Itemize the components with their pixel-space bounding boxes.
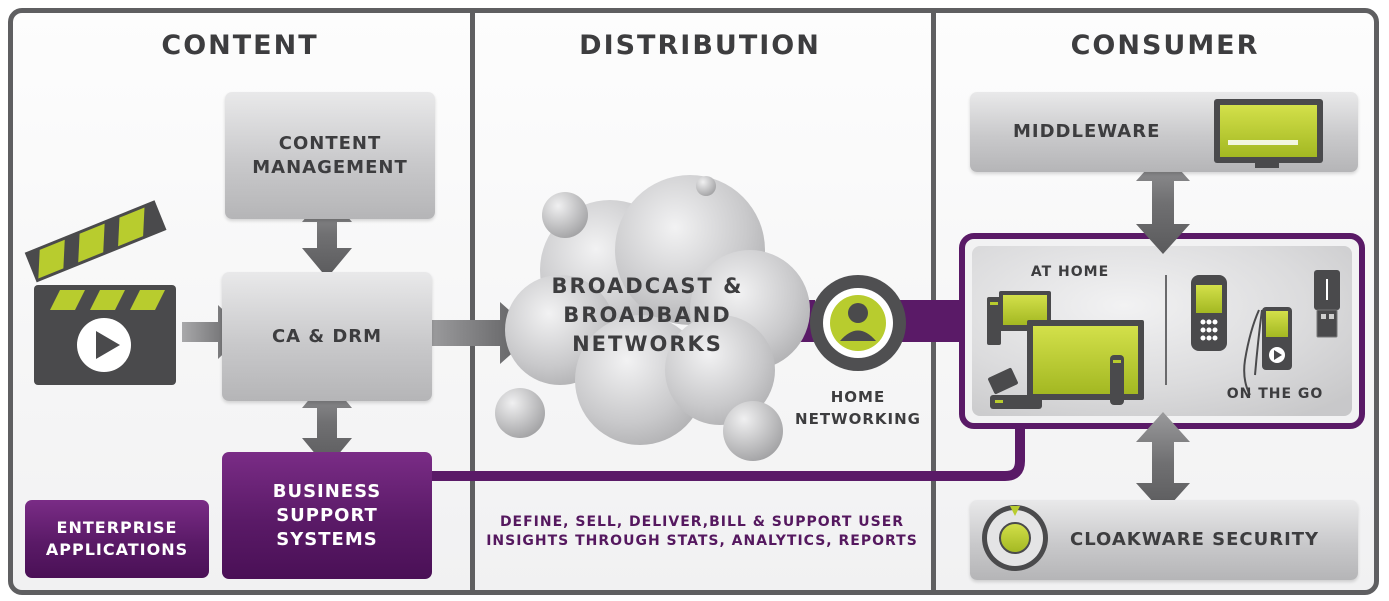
bss-label: BUSINESS SUPPORT SYSTEMS: [272, 480, 382, 550]
on-the-go-label: ON THE GO: [1226, 386, 1324, 402]
cloud-shape: [495, 175, 810, 461]
clapperboard-icon: [24, 200, 176, 385]
bss-box: BUSINESS SUPPORT SYSTEMS: [222, 452, 432, 579]
home-networking-box: HOME NETWORKING: [778, 385, 938, 431]
home-networking-label: HOME NETWORKING: [795, 388, 921, 428]
ca-drm-label: CA & DRM: [271, 325, 383, 347]
column-title-consumer: CONSUMER: [1070, 30, 1260, 61]
devices-icon: [987, 270, 1340, 409]
arrow-middleware-devices: [1136, 151, 1190, 254]
cloakware-security-label: CLOAKWARE SECURITY: [1070, 529, 1320, 550]
enterprise-applications-box: ENTERPRISE APPLICATIONS: [25, 500, 209, 578]
on-the-go-box: ON THE GO: [1210, 384, 1340, 404]
at-home-box: AT HOME: [1010, 262, 1130, 282]
cloud-label: BROADCAST & BROADBAND NETWORKS: [551, 273, 744, 356]
cloakware-security-box: CLOAKWARE SECURITY: [970, 500, 1358, 580]
at-home-label: AT HOME: [1030, 264, 1110, 280]
arrow-devices-security: [1136, 412, 1190, 513]
arrow-to-cloud: [410, 302, 535, 364]
cloud-label-box: BROADCAST & BROADBAND NETWORKS: [540, 265, 755, 365]
content-management-box: CONTENT MANAGEMENT: [225, 92, 435, 219]
enterprise-applications-label: ENTERPRISE APPLICATIONS: [45, 518, 189, 559]
divider-left: [470, 13, 475, 590]
middleware-label: MIDDLEWARE: [1013, 121, 1161, 142]
home-network-bar-right: [900, 300, 970, 342]
middleware-box: MIDDLEWARE: [970, 92, 1358, 172]
distribution-note: DEFINE, SELL, DELIVER,BILL & SUPPORT USE…: [486, 514, 918, 549]
column-title-content: CONTENT: [161, 30, 319, 61]
bss-connector: [432, 425, 1025, 481]
user-icon: [810, 275, 906, 371]
ca-drm-box: CA & DRM: [222, 272, 432, 401]
content-management-label: CONTENT MANAGEMENT: [252, 132, 408, 178]
column-title-distribution: DISTRIBUTION: [579, 30, 821, 61]
